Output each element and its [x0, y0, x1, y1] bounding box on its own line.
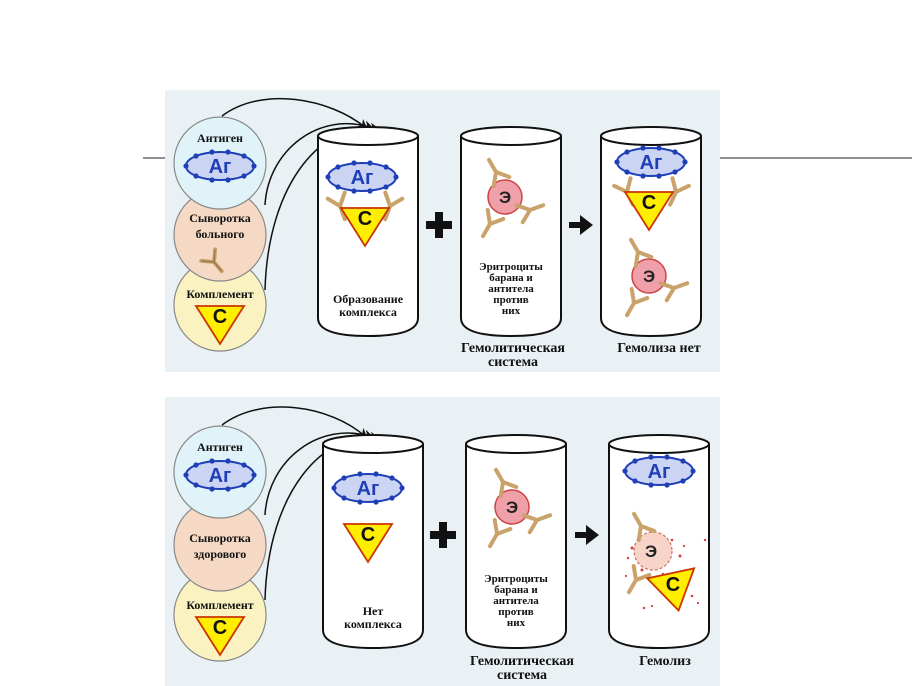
tube-system-label-1-bottom: Эритроциты — [484, 573, 548, 585]
tube-system-label-5-bottom: них — [507, 617, 526, 629]
tube-system-label-5: них — [502, 305, 521, 317]
tube-no-complex-complement-symbol: С — [361, 524, 375, 546]
complement-label: Комплемент — [186, 287, 253, 301]
tube-result-antigen-symbol: Аг — [640, 152, 663, 174]
tube-result-erythrocyte — [631, 258, 667, 294]
tube-result-antibody-right — [668, 176, 691, 207]
tube-no-complex-label-1: Нет — [363, 604, 384, 618]
result-label: Гемолиза нет — [617, 341, 701, 356]
tube-result-lysed-erythrocyte — [633, 531, 673, 571]
tube-system-erythrocyte-symbol-bottom: Э — [506, 498, 518, 517]
plus-icon-bottom — [430, 522, 456, 548]
tube-system-label-3: антитела — [488, 283, 534, 295]
tube-result-lysed-antibody-top — [632, 511, 657, 543]
right-arrow-icon — [569, 215, 593, 235]
arrow-antigen-to-tube — [221, 97, 368, 130]
tube-system-antibody-right — [514, 203, 546, 225]
tube-system-label-4: против — [493, 294, 529, 306]
system-label-2: система — [488, 355, 538, 370]
tube-system-antibody-top-bottom — [494, 467, 519, 499]
serum-label-2-bottom: здорового — [194, 547, 247, 561]
arrow-serum-to-tube-bottom — [264, 429, 374, 516]
tube-result-erythrocyte-symbol: Э — [643, 267, 655, 286]
tube-system-label-1: Эритроциты — [479, 261, 543, 273]
hemolysis-debris — [624, 538, 707, 610]
tube-complex-label-2: комплекса — [339, 305, 397, 319]
right-arrow-icon-bottom — [575, 525, 599, 545]
tube-result-erythrocyte-antibody-right — [658, 281, 690, 303]
antigen-symbol: Аг — [209, 156, 232, 178]
tube-system-label-4-bottom: против — [498, 606, 534, 618]
tube-complex-antigen-symbol: Аг — [351, 167, 374, 189]
serum-label-2: больного — [196, 227, 245, 241]
arrow-antigen-to-tube-bottom — [221, 406, 368, 439]
arrow-serum-to-tube — [264, 120, 374, 206]
tube-system-label-3-bottom: антитела — [493, 595, 539, 607]
antigen-label-bottom: Антиген — [197, 440, 243, 454]
plus-icon — [426, 212, 452, 238]
tube-system-label-2: барана и — [489, 272, 533, 284]
tube-system-erythrocyte — [487, 179, 523, 215]
tube-result-complement-symbol-bottom: С — [666, 574, 680, 596]
tube-system-antibody-top — [487, 157, 512, 189]
tube-hemolytic-system — [460, 126, 562, 338]
tube-result-complement-symbol: С — [642, 192, 656, 214]
tube-system-antibody-right-bottom — [521, 513, 553, 535]
antibody-icon — [199, 247, 224, 274]
tube-result-erythrocyte-antibody-top — [629, 237, 654, 269]
complement-symbol: С — [213, 306, 227, 328]
result-label-bottom: Гемолиз — [639, 654, 691, 669]
tube-system-erythrocyte-bottom — [494, 489, 530, 525]
serum-label-1-bottom: Сыворотка — [189, 531, 251, 545]
system-label-2-bottom: система — [497, 668, 547, 683]
tube-result-lysed-erythrocyte-symbol: Э — [645, 542, 657, 561]
tube-result-erythrocyte-antibody-left — [625, 286, 650, 318]
tube-result-lysed-antibody-left — [627, 563, 652, 595]
antigen-label: Антиген — [197, 131, 243, 145]
tube-no-complex-antigen-symbol: Аг — [357, 478, 380, 500]
tube-system-erythrocyte-symbol: Э — [499, 188, 511, 207]
system-label-1: Гемолитическая — [461, 341, 565, 356]
system-label-1-bottom: Гемолитическая — [470, 654, 574, 669]
panel-bottom: Антиген Аг Сыворотка здорового Комплемен… — [165, 397, 720, 686]
tube-no-complex-label-2: комплекса — [344, 617, 402, 631]
tube-result-antigen-symbol-bottom: Аг — [648, 461, 671, 483]
tube-hemolytic-system-bottom — [465, 434, 567, 650]
panel-top: Антиген Аг Сыворотка больного Комплемент… — [165, 90, 720, 372]
complement-label-bottom: Комплемент — [186, 598, 253, 612]
serum-label-1: Сыворотка — [189, 211, 251, 225]
tube-system-antibody-left-bottom — [488, 517, 513, 549]
tube-system-antibody-left — [481, 207, 506, 239]
antigen-symbol-bottom: Аг — [209, 465, 232, 487]
tube-complex-complement-symbol: С — [358, 208, 372, 230]
tube-system-label-2-bottom: барана и — [494, 584, 538, 596]
complement-symbol-bottom: С — [213, 617, 227, 639]
tube-complex-label-1: Образование — [333, 292, 404, 306]
